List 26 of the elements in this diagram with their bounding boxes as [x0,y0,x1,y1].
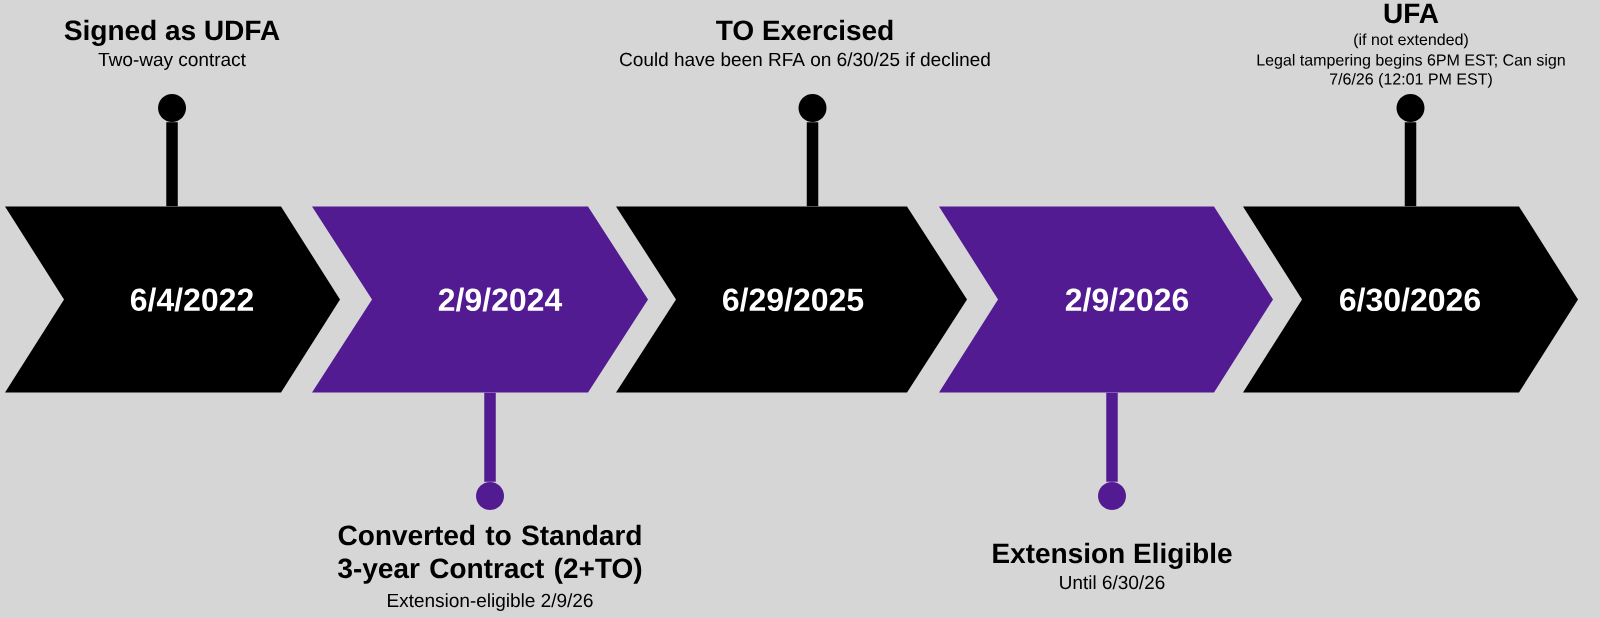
chevron-block: 2/9/2024 [312,206,648,393]
timeline-dot [476,482,504,510]
chevron-block: 6/4/2022 [5,206,340,393]
stem-line [1106,392,1118,482]
callout-heading: Extension Eligible [993,542,1232,569]
chevron-block: 6/29/2025 [616,206,967,393]
timeline-dot [158,94,186,122]
chevron-block: 6/30/2026 [1243,206,1578,393]
callout-text: Until 6/30/26 [1060,575,1165,590]
callout-heading: TO Exercised [716,19,893,41]
callout-text: Legal tampering begins 6PM EST; Can sign 7/6/26 (12:01 PM EST) [1257,53,1565,88]
callout-text: Two-way contract [98,52,246,70]
callout-heading: Signed as UDFA [64,19,280,46]
timeline-dot [1098,482,1126,510]
stem-line [806,122,819,207]
chevron-block: 2/9/2026 [939,206,1273,393]
stem-line [1404,122,1417,207]
callout-text: (if not extended) [1354,33,1468,49]
timeline-dot [798,94,827,122]
callout-heading: UFA [1384,3,1439,24]
stem-line [166,122,178,207]
callout-text: Extension-eligible 2/9/26 [388,593,593,611]
callout-heading: Converted to Standard 3-year Contract (2+TO) [338,524,642,584]
stem-line [484,392,496,482]
callout-text: Could have been RFA on 6/30/25 if declined [620,52,990,67]
timeline-dot [1396,94,1425,122]
